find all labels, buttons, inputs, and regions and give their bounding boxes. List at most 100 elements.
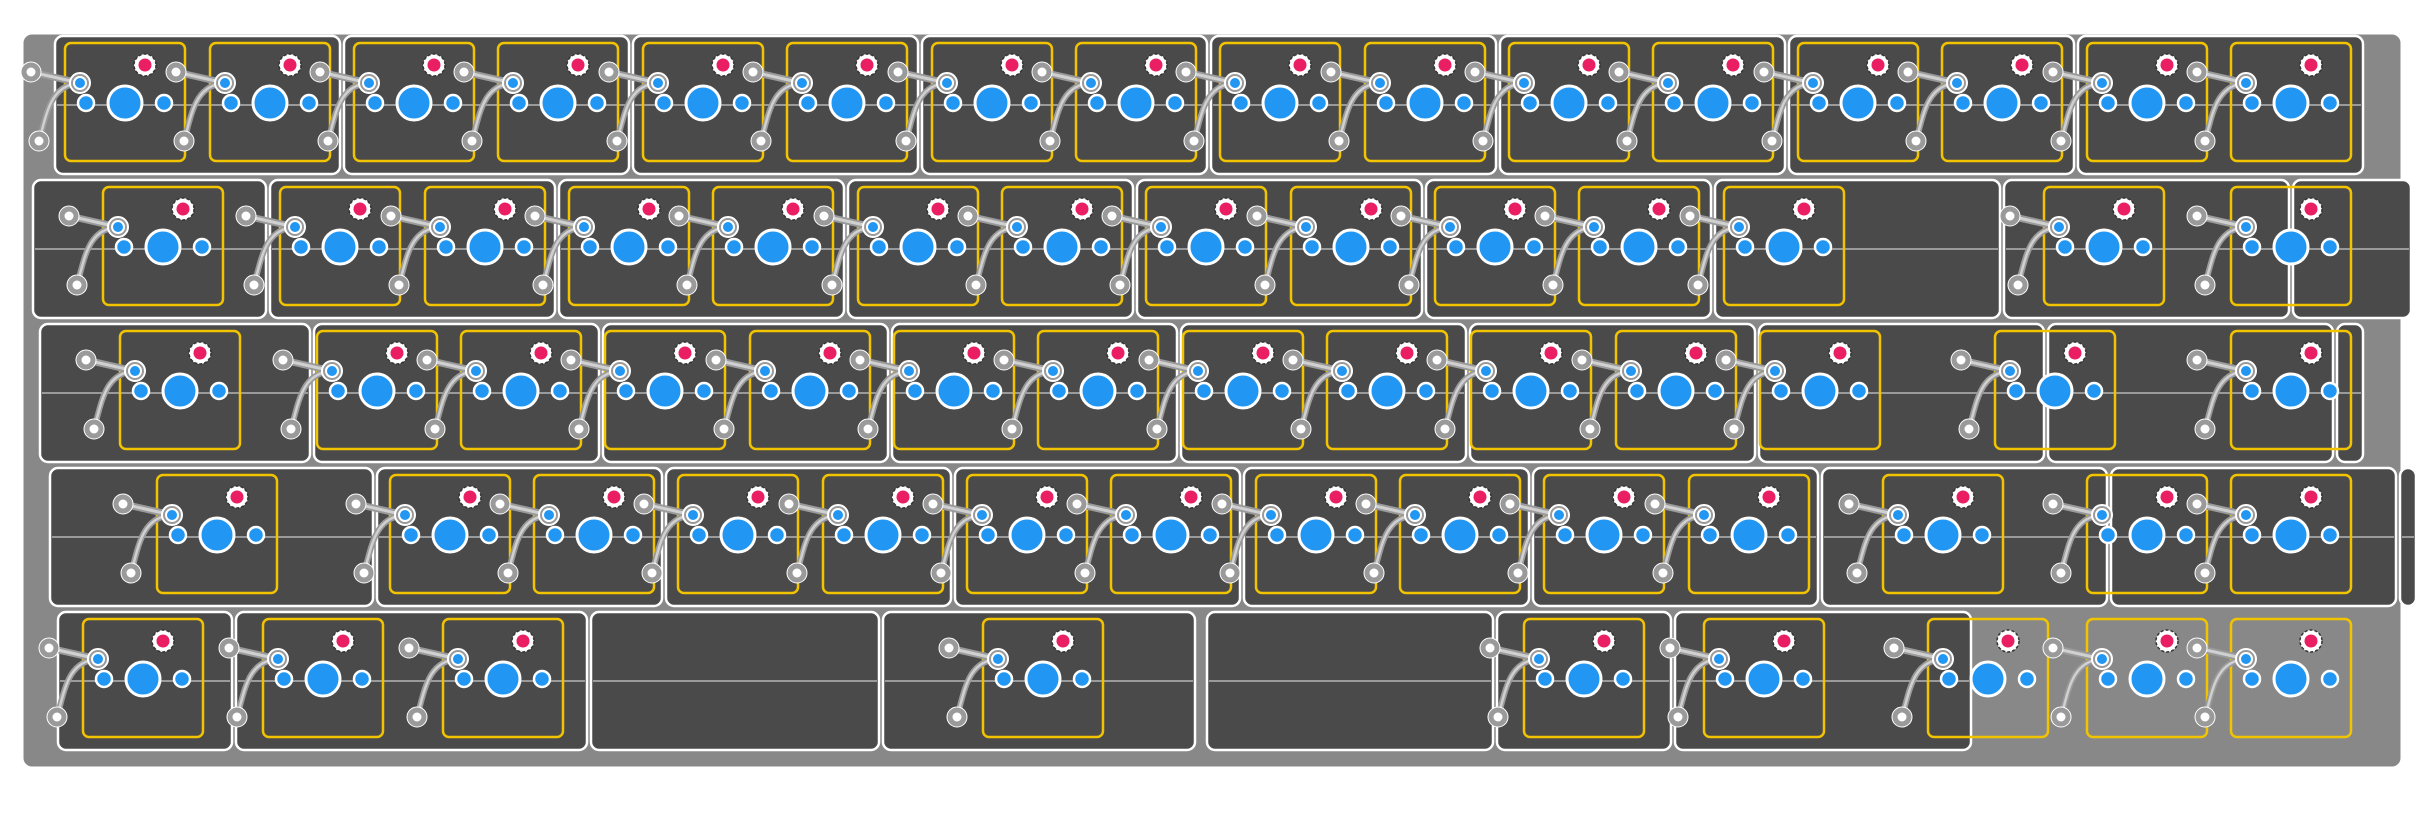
led-dot bbox=[2304, 346, 2318, 360]
mx-switch-footprint-icon bbox=[1679, 185, 1846, 307]
switch-stem bbox=[1983, 84, 2021, 122]
switch-pin bbox=[1345, 525, 1365, 545]
mx-switch-footprint-icon bbox=[309, 41, 476, 163]
switch-pin bbox=[724, 237, 744, 257]
via-hole bbox=[459, 67, 469, 77]
led-dot bbox=[1652, 202, 1666, 216]
switch-frame bbox=[1522, 617, 1646, 739]
led-dot bbox=[193, 346, 207, 360]
switch-pin bbox=[1715, 669, 1735, 689]
switch-pin bbox=[2098, 669, 2118, 689]
via-hole bbox=[1693, 280, 1703, 290]
switch-pad-inner bbox=[1119, 508, 1133, 522]
switch-pad-inner bbox=[1046, 364, 1060, 378]
switch-pin bbox=[1735, 237, 1755, 257]
switch-stem bbox=[1512, 372, 1550, 410]
via-hole bbox=[495, 499, 505, 509]
switch-stem bbox=[1441, 516, 1479, 554]
switch-pad-inner bbox=[1891, 508, 1905, 522]
switch-frame bbox=[1722, 185, 1846, 307]
switch-frame bbox=[676, 473, 800, 595]
mx-switch-footprint-icon bbox=[1320, 41, 1487, 163]
switch-pin bbox=[2242, 237, 2262, 257]
switch-frame bbox=[1144, 185, 1268, 307]
via-hole bbox=[711, 355, 721, 365]
led-dot bbox=[1005, 58, 1019, 72]
led-dot bbox=[2117, 202, 2131, 216]
switch-stem bbox=[1585, 516, 1623, 554]
switch-frame bbox=[1651, 41, 1775, 163]
switch-pin bbox=[869, 237, 889, 257]
switch-stem bbox=[2272, 372, 2310, 410]
switch-pad-inner bbox=[1532, 652, 1546, 666]
mx-switch-footprint-icon bbox=[849, 329, 1016, 451]
via-hole bbox=[2056, 136, 2066, 146]
via-hole bbox=[1622, 136, 1632, 146]
switch-frame bbox=[711, 185, 835, 307]
switch-stem bbox=[1261, 84, 1299, 122]
via-hole bbox=[1326, 67, 1336, 77]
mx-switch-footprint-icon bbox=[938, 617, 1105, 739]
via-hole bbox=[1478, 136, 1488, 146]
switch-pin bbox=[1771, 381, 1791, 401]
via-hole bbox=[2192, 211, 2202, 221]
switch-pin bbox=[1231, 93, 1251, 113]
switch-pin bbox=[1627, 381, 1647, 401]
via-hole bbox=[2192, 499, 2202, 509]
via-hole bbox=[1144, 355, 1154, 365]
switch-stem bbox=[864, 516, 902, 554]
mx-switch-footprint-icon bbox=[1644, 473, 1811, 595]
switch-pin bbox=[587, 93, 607, 113]
switch-pin bbox=[2055, 237, 2075, 257]
switch-frame bbox=[748, 329, 872, 451]
via-hole bbox=[604, 67, 614, 77]
switch-pad-inner bbox=[1443, 220, 1457, 234]
via-hole bbox=[819, 211, 829, 221]
switch-stem bbox=[1765, 228, 1803, 266]
via-hole bbox=[1396, 211, 1406, 221]
switch-pin bbox=[532, 669, 552, 689]
via-hole bbox=[118, 499, 128, 509]
switch-frame bbox=[2085, 41, 2209, 163]
switch-frame bbox=[1796, 41, 1920, 163]
mx-switch-footprint-icon bbox=[1715, 329, 1882, 451]
led-dot bbox=[1797, 202, 1811, 216]
switch-frame bbox=[118, 329, 242, 451]
switch-pad-inner bbox=[1084, 76, 1098, 90]
switch-pin bbox=[798, 93, 818, 113]
switch-pin bbox=[1380, 237, 1400, 257]
via-hole bbox=[2192, 643, 2202, 653]
mx-switch-footprint-icon bbox=[75, 329, 242, 451]
mx-switch-footprint-icon bbox=[1883, 617, 2050, 739]
switch-stem bbox=[1694, 84, 1732, 122]
switch-pad-inner bbox=[613, 364, 627, 378]
switch-pad-inner bbox=[2095, 508, 2109, 522]
via-hole bbox=[1107, 211, 1117, 221]
switch-pin bbox=[2133, 237, 2153, 257]
switch-pin bbox=[732, 93, 752, 113]
via-hole bbox=[719, 424, 729, 434]
via-hole bbox=[1045, 136, 1055, 146]
via-hole bbox=[901, 136, 911, 146]
switch-frame bbox=[1687, 473, 1811, 595]
switch-pad-inner bbox=[271, 652, 285, 666]
via-hole bbox=[1007, 424, 1017, 434]
switch-stem bbox=[358, 372, 396, 410]
led-dot bbox=[1075, 202, 1089, 216]
via-hole bbox=[351, 499, 361, 509]
led-dot bbox=[2068, 346, 2082, 360]
switch-pad-inner bbox=[2239, 76, 2253, 90]
switch-pin bbox=[876, 93, 896, 113]
mx-switch-footprint-icon bbox=[705, 329, 872, 451]
switch-pin bbox=[2320, 93, 2340, 113]
switch-frame bbox=[278, 185, 402, 307]
mx-switch-footprint-icon bbox=[489, 473, 656, 595]
via-hole bbox=[2192, 355, 2202, 365]
switch-pad-inner bbox=[2052, 220, 2066, 234]
switch-pin bbox=[1887, 93, 1907, 113]
mx-switch-footprint-icon bbox=[58, 185, 225, 307]
via-hole bbox=[792, 568, 802, 578]
led-dot bbox=[498, 202, 512, 216]
switch-pad-inner bbox=[1806, 76, 1820, 90]
